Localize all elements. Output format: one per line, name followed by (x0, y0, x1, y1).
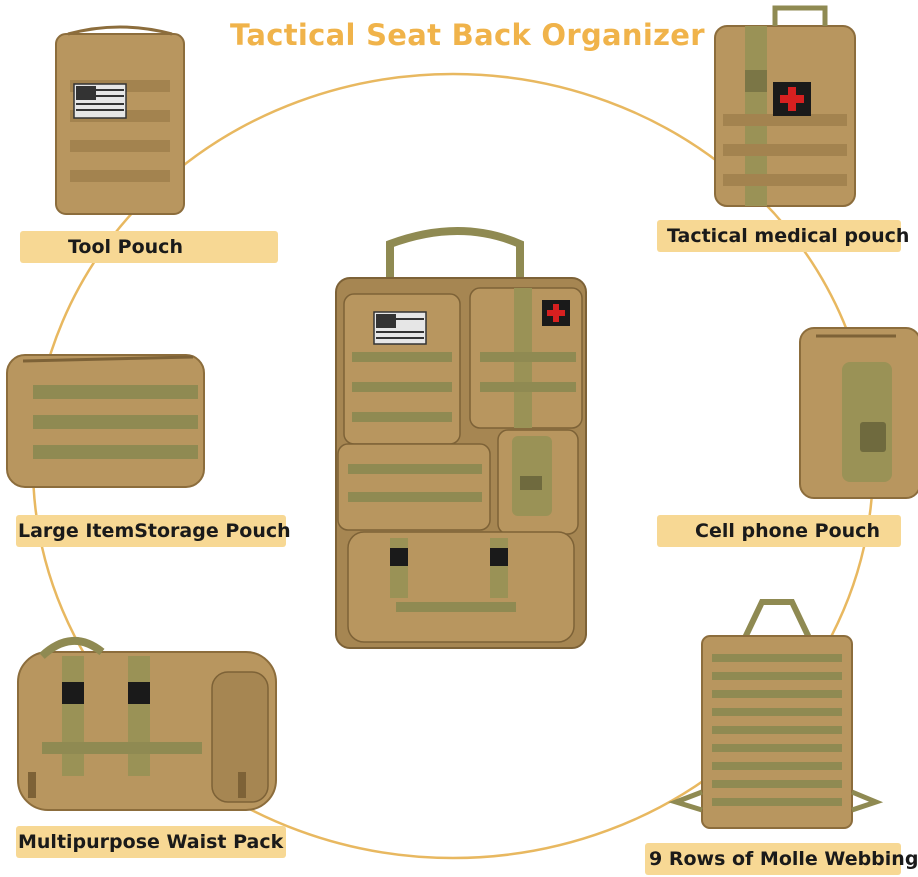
cell-phone-pouch-label: Cell phone Pouch (657, 515, 901, 547)
waist-pack-label: Multipurpose Waist Pack (16, 826, 286, 858)
red-cross-patch-icon (773, 82, 811, 116)
cell-phone-pouch-image (799, 327, 918, 499)
waist-pack-image (17, 636, 277, 811)
tool-pouch-label: Tool Pouch (20, 231, 278, 263)
tool-pouch-image (55, 25, 185, 215)
large-storage-pouch-label: Large ItemStorage Pouch (16, 515, 291, 547)
seat-back-organizer-image (335, 227, 587, 649)
molle-panel-image (668, 599, 884, 829)
large-storage-pouch-image (6, 354, 205, 488)
medical-pouch-image (714, 5, 856, 207)
medical-pouch-label: Tactical medical pouch (657, 220, 909, 252)
molle-rows-label: 9 Rows of Molle Webbing (645, 843, 918, 875)
page-title: Tactical Seat Back Organizer (230, 18, 705, 52)
usa-flag-patch-icon (73, 83, 127, 119)
